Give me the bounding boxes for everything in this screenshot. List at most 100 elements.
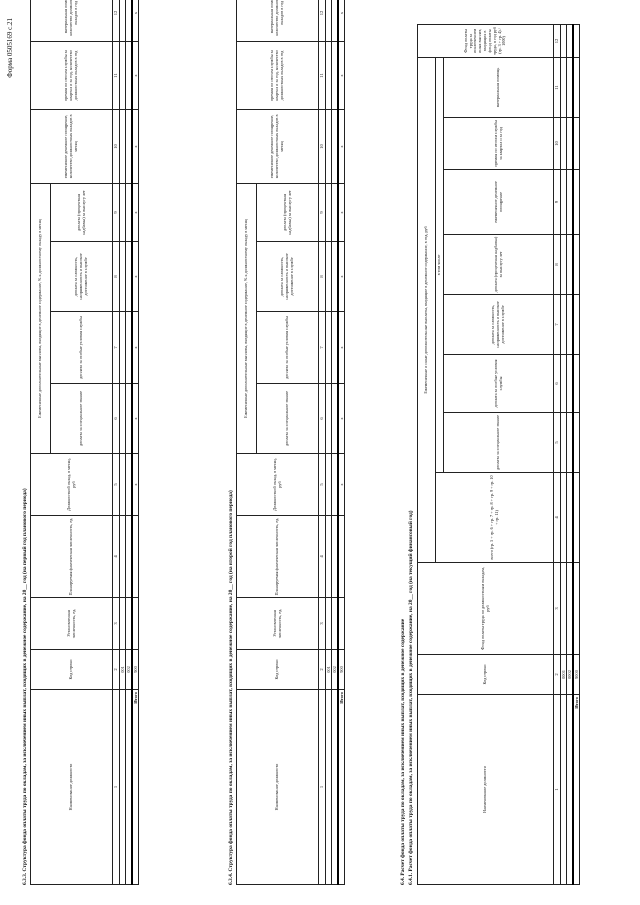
header-name: Наименование должности (30, 689, 113, 885)
total-cell[interactable] (573, 117, 580, 170)
total-code: 900 (132, 649, 139, 690)
section-title-6-3-3: 6.3.3. Структура фонда оплаты труда по о… (22, 488, 28, 885)
col-num: 3 (553, 562, 561, 655)
total-cell: x (338, 0, 345, 42)
table-6-3-3: Наименование должности Код строки Устано… (30, 0, 139, 885)
section-title-6-4-1: 6.4.1. Расчет фонда оплаты труда по окла… (408, 510, 414, 885)
header-col12: Фонд оплаты труда за исключением иных вы… (417, 24, 554, 58)
col-num: 6 (318, 383, 326, 454)
header-col6: доплата за специальное звание (50, 383, 113, 454)
header-col8: доплата за сложность, напряженность и вы… (50, 241, 113, 312)
col-num: 1 (553, 694, 561, 885)
col-num: 1 (318, 689, 326, 885)
total-cell: x (338, 109, 345, 184)
header-col9: ежемесячное денежное поощрение (443, 169, 554, 235)
total-cell[interactable] (573, 24, 580, 58)
col-num: 9 (553, 169, 561, 235)
total-cell[interactable] (573, 294, 580, 355)
col-num: 4 (553, 472, 561, 563)
total-row: Итого 9000 (573, 24, 580, 885)
header-staff: Установленная численность, ед. (236, 597, 319, 650)
col-num: 12 (112, 0, 120, 42)
total-cell[interactable] (338, 597, 345, 650)
total-label: Итого (338, 689, 345, 885)
table-6-3-4: Наименование должности Код строки Устано… (236, 0, 345, 885)
total-cell[interactable] (573, 234, 580, 295)
total-cell: x (132, 109, 139, 184)
total-cell: x (338, 41, 345, 110)
header-col11: материальная помощь (443, 57, 554, 118)
col-num: 8 (112, 241, 120, 312)
header-col9: доплата (процентная надбавка) за выслугу… (50, 183, 113, 242)
header-col10: ежемесячное денежное поощрение, количест… (30, 109, 113, 184)
col-num: 6 (112, 383, 120, 454)
header-actual: Планируемая фактическая численность, ед. (236, 515, 319, 598)
header-col8: доплата (процентная надбавка) за выслугу… (443, 234, 554, 295)
col-num: 8 (318, 241, 326, 312)
col-num: 9 (318, 183, 326, 242)
col-num: 9 (112, 183, 120, 242)
header-col11: премия по итогам службы за квартал и за … (30, 41, 113, 110)
header-col7: доплата за особые условия службы (50, 311, 113, 384)
col-num: 12 (553, 24, 561, 58)
col-num: 2 (553, 654, 561, 695)
total-cell: x (132, 41, 139, 110)
col-num: 5 (318, 453, 326, 516)
total-code: 9000 (573, 654, 580, 695)
header-col7: доплата за сложность, напряженность и вы… (443, 294, 554, 355)
col-num: 3 (112, 597, 120, 650)
col-num: 7 (318, 311, 326, 384)
header-col10: ежемесячное денежное поощрение, количест… (236, 109, 319, 184)
total-cell: x (338, 311, 345, 384)
col-num: 6 (553, 354, 561, 413)
total-cell[interactable] (573, 412, 580, 473)
col-num: 10 (553, 117, 561, 170)
header-col5: доплата за специальное звание (443, 412, 554, 473)
total-cell[interactable] (573, 472, 580, 563)
total-cell[interactable] (573, 354, 580, 413)
total-cell: x (132, 0, 139, 42)
col-num: 7 (112, 311, 120, 384)
header-code: Код строки (417, 654, 554, 695)
table-6-4-1: Наименование должности Код строки Фонд о… (417, 24, 580, 885)
total-cell: x (338, 383, 345, 454)
header-col11: премия по итогам службы за квартал и за … (236, 41, 319, 110)
header-monthly-group: Ежемесячные дополнительные выплаты, вход… (236, 183, 257, 454)
total-cell[interactable] (573, 562, 580, 655)
col-num: 10 (318, 109, 326, 184)
header-col8: доплата за сложность, напряженность и вы… (256, 241, 319, 312)
total-label: Итого (573, 694, 580, 885)
col-num: 2 (112, 649, 120, 690)
header-col12: материальная помощь, количество должност… (236, 0, 319, 42)
header-col9: доплата (процентная надбавка) за выслугу… (256, 183, 319, 242)
header-fund: Фонд оплаты труда по должностным окладам… (417, 562, 554, 655)
header-name: Наименование должности (236, 689, 319, 885)
total-cell: x (338, 241, 345, 312)
col-num: 10 (112, 109, 120, 184)
total-code: 900 (338, 649, 345, 690)
total-cell[interactable] (338, 515, 345, 598)
header-col12: материальная помощь, количество должност… (30, 0, 113, 42)
col-num: 5 (112, 453, 120, 516)
total-cell[interactable] (132, 597, 139, 650)
col-num: 8 (553, 234, 561, 295)
header-salary: Должностной оклад, в месяц, руб (236, 453, 319, 516)
total-cell: x (132, 241, 139, 312)
total-row: Итого 900 x x x x x x x x (338, 0, 345, 885)
total-cell[interactable] (573, 169, 580, 235)
col-num: 11 (553, 57, 561, 118)
col-num: 11 (112, 41, 120, 110)
section-title-6-4: 6.4. Расчет фонда оплаты труда по оклада… (400, 618, 406, 885)
header-code: Код строки (30, 649, 113, 690)
total-cell[interactable] (573, 57, 580, 118)
header-col7: доплата за особые условия службы (256, 311, 319, 384)
total-label: Итого (132, 689, 139, 885)
total-cell: x (132, 383, 139, 454)
header-staff: Установленная численность, ед. (30, 597, 113, 650)
header-actual: Планируемая фактическая численность, ед. (30, 515, 113, 598)
total-cell[interactable] (132, 515, 139, 598)
total-cell: x (132, 183, 139, 242)
header-total: всего (гр. 5 + гр. 6 + гр. 7 + гр. 8 + г… (435, 472, 554, 563)
